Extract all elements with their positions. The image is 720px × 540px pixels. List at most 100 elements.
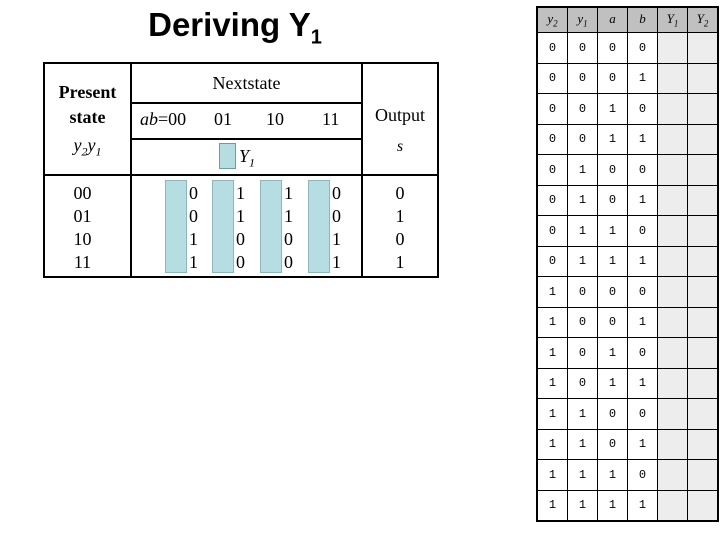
truth-cell-value: 0 [567,337,598,369]
truth-cell-value: 1 [567,428,598,460]
y1-digits-col-10: 1 1 0 0 [284,183,293,272]
truth-cell-empty[interactable] [687,367,719,399]
body-divider-next-output [361,176,363,278]
truth-cell-value: 1 [627,306,658,338]
truth-cell-value: 1 [567,154,598,186]
truth-cell-empty[interactable] [657,32,688,64]
truth-cell-empty[interactable] [657,184,688,216]
output-header: Output s [363,64,437,174]
truth-cell-empty[interactable] [687,489,719,522]
truth-cell-empty[interactable] [657,215,688,247]
truth-cell-empty[interactable] [657,62,688,94]
state-table-header: Present state y2y1 Nextstate ab=00 01 10… [45,64,437,174]
truth-cell-empty[interactable] [657,154,688,186]
truth-cell-empty[interactable] [687,215,719,247]
truth-cell-value: 1 [597,489,628,522]
nextstate-header: Nextstate [212,73,281,93]
truth-cell-empty[interactable] [657,459,688,491]
truth-cell-empty[interactable] [687,62,719,94]
truth-cell-empty[interactable] [687,245,719,277]
truth-cell-value: 1 [536,276,568,308]
truth-cell-empty[interactable] [657,123,688,155]
truth-cell-value: 0 [567,123,598,155]
truth-cell-value: 1 [597,215,628,247]
truth-cell-empty[interactable] [687,337,719,369]
truth-cell-value: 0 [567,93,598,125]
truth-cell-value: 1 [597,245,628,277]
next-state-values: 0 0 1 1 1 1 0 0 1 1 [132,176,361,278]
legend-swatch-y1 [219,143,236,169]
truth-cell-empty[interactable] [657,93,688,125]
truth-cell-value: 0 [567,32,598,64]
truth-cell-empty[interactable] [687,276,719,308]
truth-cell-value: 0 [627,459,658,491]
truth-cell-empty[interactable] [657,489,688,522]
truth-cell-empty[interactable] [657,276,688,308]
truth-cell-value: 0 [536,32,568,64]
truth-cell-empty[interactable] [687,459,719,491]
truth-cell-empty[interactable] [657,306,688,338]
truth-cell-empty[interactable] [687,32,719,64]
truth-table-header-row: y2 y1 a b Y1 Y2 [536,6,719,33]
truth-cell-value: 0 [597,398,628,430]
truth-cell-empty[interactable] [687,93,719,125]
divider-under-nextstate [132,102,361,104]
truth-cell-value: 0 [567,276,598,308]
truth-cell-empty[interactable] [657,367,688,399]
legend-label-y1: Y1 [239,146,256,170]
truth-header-Y1: Y1 [657,6,688,33]
highlight-bar-y2-col-10 [260,180,282,273]
page-title-subscript: 1 [310,26,322,49]
truth-cell-empty[interactable] [657,398,688,430]
ab-label: ab=00 [140,109,187,129]
truth-cell-value: 0 [567,367,598,399]
truth-cell-value: 0 [597,276,628,308]
state-row-01: 01 [73,206,92,226]
truth-cell-empty[interactable] [657,428,688,460]
truth-cell-value: 0 [536,215,568,247]
truth-cell-value: 0 [567,62,598,94]
truth-cell-empty[interactable] [687,398,719,430]
truth-header-y1: y1 [567,6,598,33]
present-state-values: 00 01 10 11 [45,176,130,278]
truth-cell-value: 0 [627,398,658,430]
present-state-header: Present state y2y1 [45,64,130,174]
state-transition-table: Present state y2y1 Nextstate ab=00 01 10… [43,62,439,278]
truth-cell-empty[interactable] [687,306,719,338]
y1-digits-col-01: 1 1 0 0 [236,183,245,272]
truth-cell-value: 0 [536,123,568,155]
truth-cell-value: 1 [597,459,628,491]
column-header-11: 11 [322,109,340,129]
truth-cell-value: 0 [627,337,658,369]
truth-cell-value: 1 [597,367,628,399]
truth-cell-value: 0 [627,32,658,64]
truth-cell-value: 1 [627,428,658,460]
column-header-01: 01 [214,109,232,129]
truth-cell-value: 0 [536,245,568,277]
truth-cell-value: 1 [536,337,568,369]
truth-cell-empty[interactable] [657,245,688,277]
truth-cell-value: 1 [597,337,628,369]
truth-cell-empty[interactable] [657,337,688,369]
truth-cell-value: 1 [567,215,598,247]
truth-cell-value: 0 [627,215,658,247]
truth-cell-value: 0 [597,62,628,94]
truth-cell-empty[interactable] [687,184,719,216]
truth-cell-empty[interactable] [687,428,719,460]
truth-cell-value: 0 [597,154,628,186]
truth-cell-empty[interactable] [687,123,719,155]
truth-header-b: b [627,6,658,33]
truth-cell-value: 1 [627,184,658,216]
present-state-line1: Present [58,82,117,102]
truth-cell-empty[interactable] [687,154,719,186]
